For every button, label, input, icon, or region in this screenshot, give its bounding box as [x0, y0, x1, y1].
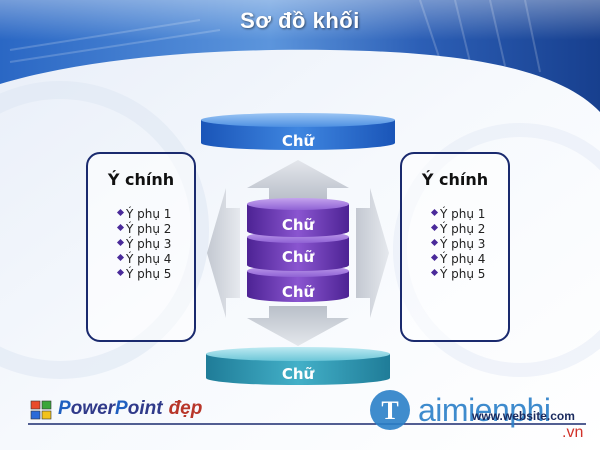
left-panel-heading: Ý chính	[107, 170, 175, 189]
diamond-bullet-icon	[116, 268, 125, 277]
list-item-text: Ý phụ 2	[126, 222, 172, 236]
center-stack-label-1: Chữ	[281, 216, 315, 234]
list-item: Ý phụ 3	[116, 237, 172, 252]
center-stack-label-2: Chữ	[281, 248, 315, 266]
list-item: Ý phụ 1	[116, 207, 172, 222]
bottom-cylinder-label: Chữ	[281, 365, 315, 383]
list-item: Ý phụ 3	[430, 237, 486, 252]
list-item: Ý phụ 2	[430, 222, 486, 237]
diamond-bullet-icon	[430, 268, 439, 277]
list-item-text: Ý phụ 5	[440, 267, 486, 281]
list-item-text: Ý phụ 2	[440, 222, 486, 236]
left-panel-list: Ý phụ 1 Ý phụ 2 Ý phụ 3 Ý phụ 4 Ý phụ 5	[116, 207, 172, 282]
diamond-bullet-icon	[116, 223, 125, 232]
list-item-text: Ý phụ 1	[126, 207, 172, 221]
list-item: Ý phụ 5	[430, 267, 486, 282]
diamond-bullet-icon	[430, 208, 439, 217]
list-item: Ý phụ 5	[116, 267, 172, 282]
watermark-word: aimienphi	[418, 392, 551, 428]
right-panel-list: Ý phụ 1 Ý phụ 2 Ý phụ 3 Ý phụ 4 Ý phụ 5	[430, 207, 486, 282]
list-item-text: Ý phụ 4	[126, 252, 172, 266]
list-item: Ý phụ 4	[430, 252, 486, 267]
list-item: Ý phụ 1	[430, 207, 486, 222]
right-panel-heading: Ý chính	[421, 170, 489, 189]
windows-logo-icon	[30, 400, 52, 420]
diamond-bullet-icon	[430, 253, 439, 262]
center-stack-label-3: Chữ	[281, 283, 315, 301]
list-item-text: Ý phụ 3	[126, 237, 172, 251]
brand-letter: P	[58, 398, 71, 419]
brand-letter: P	[115, 398, 128, 419]
brand-text-part: oint	[127, 398, 163, 419]
diamond-bullet-icon	[116, 208, 125, 217]
list-item-text: Ý phụ 4	[440, 252, 486, 266]
top-cylinder-label: Chữ	[281, 132, 315, 150]
diamond-bullet-icon	[430, 223, 439, 232]
footer-url: www.website.com	[472, 409, 575, 423]
arrow-down	[247, 306, 349, 346]
taimienphi-logo-icon: T	[370, 390, 410, 430]
arrow-up	[247, 160, 349, 200]
arrow-right	[356, 188, 389, 318]
page-title: Sơ đồ khối	[240, 8, 360, 33]
right-panel: Ý chính Ý phụ 1 Ý phụ 2 Ý phụ 3 Ý phụ 4 …	[400, 152, 510, 342]
list-item: Ý phụ 2	[116, 222, 172, 237]
watermark-tld: .vn	[562, 424, 584, 441]
list-item-text: Ý phụ 1	[440, 207, 486, 221]
list-item: Ý phụ 4	[116, 252, 172, 267]
list-item-text: Ý phụ 5	[126, 267, 172, 281]
diamond-bullet-icon	[116, 238, 125, 247]
arrow-left	[207, 188, 240, 318]
diamond-bullet-icon	[116, 253, 125, 262]
brand-text-part: ower	[70, 398, 116, 419]
left-panel: Ý chính Ý phụ 1 Ý phụ 2 Ý phụ 3 Ý phụ 4 …	[86, 152, 196, 342]
brand-suffix: đẹp	[168, 398, 203, 419]
logo-letter: T	[381, 396, 398, 425]
diamond-bullet-icon	[430, 238, 439, 247]
list-item-text: Ý phụ 3	[440, 237, 486, 251]
